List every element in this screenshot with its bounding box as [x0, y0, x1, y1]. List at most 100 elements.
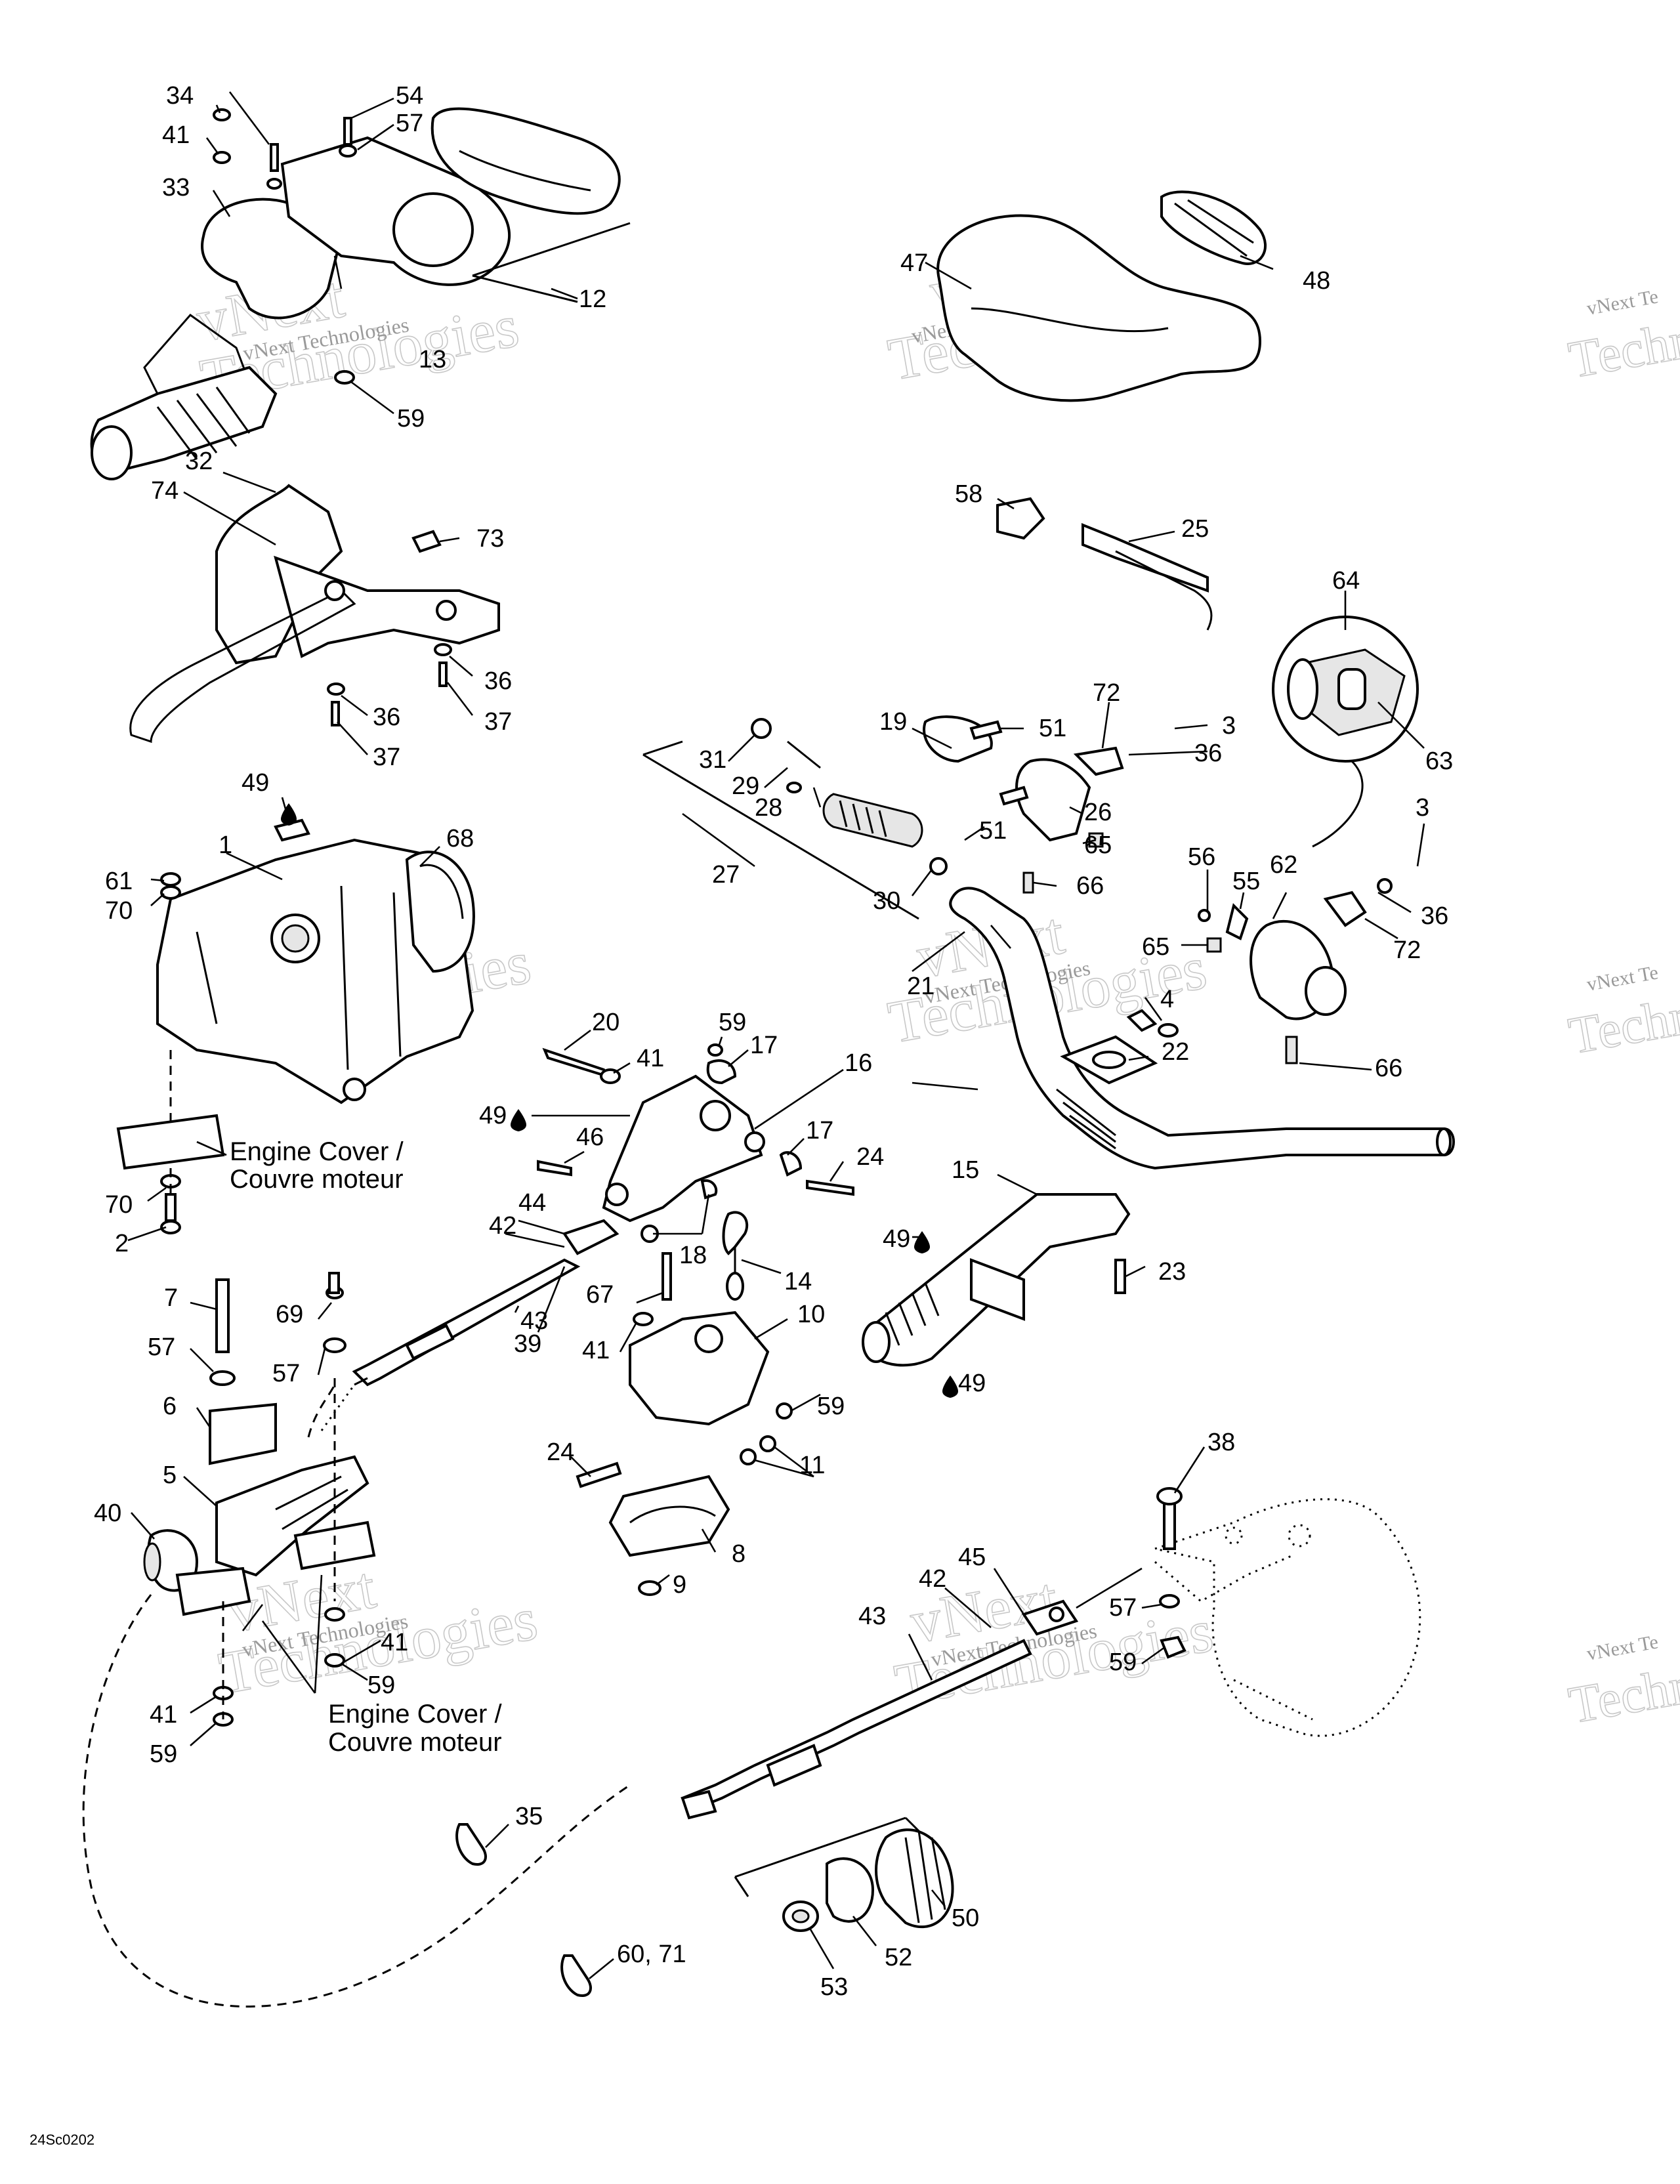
callout-2: 2: [115, 1230, 129, 1257]
steering-cover-bracket: [129, 484, 500, 744]
callout-50: 50: [952, 1904, 979, 1932]
callout-42: 42: [919, 1565, 946, 1593]
callout-31: 31: [699, 746, 726, 774]
engine-cover-plates: [116, 1050, 225, 1234]
grease-drop-icon: [281, 803, 297, 826]
callout-24: 24: [547, 1438, 574, 1466]
watermark-edge-3: vNext Te Techn: [1564, 1631, 1680, 1735]
steering-column-housing: [156, 818, 475, 1104]
callout-58: 58: [955, 480, 982, 508]
callout-3: 3: [1416, 794, 1429, 822]
cable-fitting-kit: [734, 1816, 954, 1932]
callout-35: 35: [515, 1803, 543, 1830]
callout-11: 11: [799, 1452, 825, 1479]
callout-22: 22: [1162, 1038, 1189, 1066]
callout-51: 51: [1039, 715, 1066, 742]
handlebar: [949, 887, 1455, 1170]
callout-74: 74: [151, 477, 178, 505]
watermark-edge: vNext Te: [1585, 1631, 1660, 1665]
callout-19: 19: [879, 708, 907, 736]
callout-49: 49: [242, 769, 269, 797]
cable-support-bracket: [143, 1116, 376, 1727]
watermark-edge: Techn: [1564, 1656, 1680, 1734]
callout-23: 23: [1158, 1258, 1186, 1286]
callout-47: 47: [900, 249, 928, 277]
callout-26: 26: [1084, 799, 1112, 826]
callout-24: 24: [856, 1143, 884, 1171]
callout-55: 55: [1232, 868, 1260, 895]
callout-72: 72: [1393, 936, 1421, 964]
callout-36: 36: [1421, 902, 1448, 930]
small-fasteners: [160, 108, 1179, 1038]
callout-57: 57: [148, 1334, 175, 1361]
seat-pad: [936, 190, 1267, 402]
callout-18: 18: [679, 1242, 707, 1269]
callout-39: 39: [514, 1330, 541, 1358]
callout-57: 57: [1109, 1594, 1137, 1622]
callout-20: 20: [592, 1009, 620, 1036]
callout-57: 57: [396, 110, 423, 137]
callout-43: 43: [520, 1307, 548, 1335]
callout-12: 12: [579, 285, 606, 313]
callout-8: 8: [732, 1540, 746, 1568]
callout-42: 42: [489, 1212, 516, 1240]
callout-4: 4: [1160, 986, 1174, 1013]
lower-steering-support: [576, 1252, 793, 1596]
callout-46: 46: [576, 1124, 604, 1151]
callout-56: 56: [1188, 843, 1215, 871]
handlebar-cover-assembly: [90, 107, 631, 480]
grease-drop-icon: [942, 1376, 958, 1398]
callout-41: 41: [381, 1629, 408, 1656]
callout-30: 30: [873, 887, 900, 915]
callout-32: 32: [185, 448, 213, 475]
callout-69: 69: [276, 1301, 303, 1328]
note-line: Engine Cover /: [230, 1137, 404, 1166]
callout-65: 65: [1142, 933, 1169, 961]
callout-41: 41: [162, 121, 190, 149]
callout-64: 64: [1332, 567, 1360, 595]
watermark-edge: Techn: [1564, 310, 1680, 389]
jet-pump-nozzle-outline: [1151, 1487, 1421, 1737]
callout-6: 6: [163, 1393, 177, 1420]
steering-cable-lower: [82, 1567, 1143, 2008]
callout-3: 3: [1222, 712, 1236, 740]
drawing-code: 24Sc0202: [30, 2132, 94, 2148]
callout-25: 25: [1181, 515, 1209, 543]
callout-67: 67: [586, 1281, 614, 1309]
note-line: Couvre moteur: [328, 1728, 502, 1757]
callout-27: 27: [712, 861, 740, 889]
callout-53: 53: [820, 1973, 848, 2001]
throttle-cable-part: [996, 497, 1213, 631]
callout-66: 66: [1375, 1055, 1402, 1082]
right-grip-switch: [1198, 878, 1393, 1064]
callout-43: 43: [858, 1603, 886, 1630]
grease-drop-icon: [511, 1109, 526, 1131]
callout-10: 10: [797, 1301, 825, 1328]
callout-7: 7: [164, 1284, 178, 1312]
callout-59: 59: [817, 1393, 845, 1420]
callout-49: 49: [958, 1370, 986, 1397]
callout-66: 66: [1076, 872, 1104, 900]
callout-45: 45: [958, 1544, 986, 1571]
callout-59: 59: [397, 405, 425, 432]
callout-73: 73: [476, 525, 504, 553]
callout-36: 36: [484, 667, 512, 695]
callout-34: 34: [166, 82, 194, 110]
callout-17: 17: [806, 1117, 833, 1144]
callout-62: 62: [1270, 851, 1297, 879]
watermark-edge: Techn: [1564, 986, 1680, 1065]
steering-cable-upper: [320, 1219, 620, 1431]
callout-36: 36: [373, 704, 400, 731]
callout-33: 33: [162, 174, 190, 201]
callout-38: 38: [1208, 1429, 1235, 1456]
callout-9: 9: [673, 1571, 686, 1599]
callout-13: 13: [419, 346, 446, 373]
callout-41: 41: [582, 1337, 610, 1364]
callout-59: 59: [150, 1740, 177, 1768]
switch-detail-callout: [1272, 616, 1419, 848]
grease-drop-icon: [914, 1231, 930, 1253]
callout-37: 37: [373, 744, 400, 771]
grease-drop-icons: [281, 803, 958, 1398]
callout-40: 40: [94, 1500, 121, 1527]
